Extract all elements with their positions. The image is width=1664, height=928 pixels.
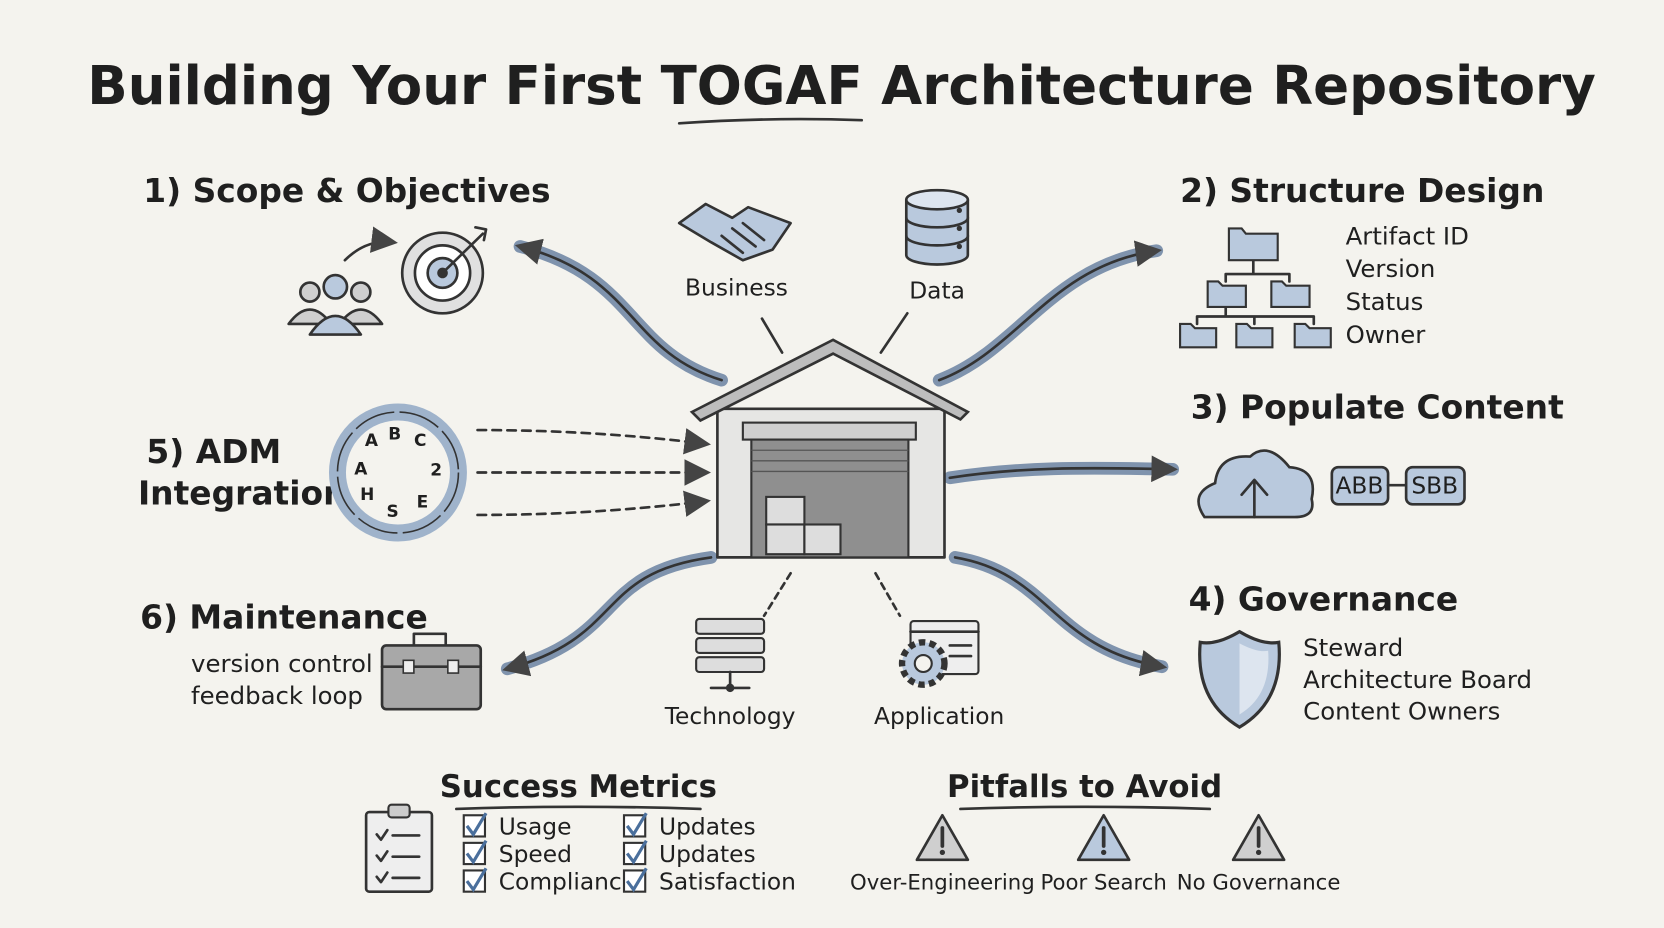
sbb-block — [1404, 465, 1466, 506]
success-metric-item: Updates — [622, 839, 756, 868]
structure-field: Status — [1346, 287, 1424, 316]
cycle-letter: B — [388, 425, 401, 445]
warehouse-icon — [689, 338, 971, 559]
flow-arrows — [476, 238, 1180, 677]
maintenance-note: feedback loop — [191, 681, 363, 710]
success-metrics-title: Success Metrics — [440, 769, 717, 805]
domain-business-label: Business — [685, 273, 788, 301]
database-icon — [904, 188, 970, 266]
success-metric-item: Satisfaction — [622, 867, 796, 896]
checkmark-icon — [625, 812, 648, 838]
step-adm-title-line2: Integration — [138, 473, 347, 512]
pitfalls-underline — [959, 805, 1212, 811]
checkmark-icon — [625, 839, 648, 865]
folder-tree-icon — [1179, 227, 1332, 349]
toolbox-icon — [380, 632, 483, 711]
clipboard-icon — [364, 803, 434, 893]
success-metric-label: Updates — [659, 812, 756, 840]
cycle-letter: H — [360, 485, 374, 505]
success-metric-label: Speed — [499, 840, 572, 868]
structure-field: Version — [1346, 254, 1436, 283]
checkmark-icon — [465, 867, 488, 893]
cycle-icon: A B C 2 E S H A — [328, 403, 467, 542]
page-title: Building Your First TOGAF Architecture R… — [87, 55, 1596, 117]
exclamation-dot — [939, 849, 946, 856]
governance-role: Content Owners — [1303, 697, 1500, 726]
success-metric-item: Speed — [462, 839, 572, 868]
governance-role: Architecture Board — [1303, 665, 1532, 694]
checkmark-icon — [465, 839, 488, 865]
success-metric-item: Compliance — [462, 867, 636, 896]
domain-technology-label: Technology — [664, 702, 796, 730]
people-icon — [287, 226, 398, 336]
target-icon — [400, 226, 488, 315]
step-maintenance-title: 6) Maintenance — [140, 597, 428, 636]
checkmark-icon — [465, 812, 488, 838]
pitfall-item: Over-Engineering — [850, 813, 1035, 896]
cloud-upload-icon — [1197, 449, 1315, 519]
pitfall-item: No Governance — [1177, 813, 1341, 896]
checkmark-icon — [625, 867, 648, 893]
pitfall-label: Over-Engineering — [850, 871, 1035, 896]
cycle-letter: S — [387, 502, 399, 522]
maintenance-note: version control — [191, 649, 373, 678]
step-structure-title: 2) Structure Design — [1180, 171, 1544, 210]
title-underline — [677, 117, 864, 125]
abb-label: ABB — [1335, 472, 1383, 500]
structure-field: Owner — [1346, 320, 1427, 349]
pitfall-item: Poor Search — [1040, 813, 1167, 896]
exclamation-dot — [1101, 849, 1107, 856]
step-scope-title: 1) Scope & Objectives — [143, 171, 550, 210]
handshake-icon — [677, 202, 792, 262]
structure-field: Artifact ID — [1346, 221, 1469, 250]
cycle-letter: E — [417, 493, 429, 513]
success-metric-label: Usage — [499, 812, 572, 840]
governance-role: Steward — [1303, 633, 1403, 662]
exclamation-dot — [1255, 849, 1262, 856]
cycle-letter: A — [365, 431, 379, 451]
success-metric-label: Compliance — [499, 868, 636, 896]
cycle-letter: 2 — [430, 461, 442, 481]
step-populate-title: 3) Populate Content — [1191, 387, 1564, 426]
success-metric-item: Usage — [462, 812, 572, 840]
app-gear-icon — [898, 620, 980, 688]
server-icon — [695, 617, 766, 693]
domain-data-label: Data — [909, 276, 965, 304]
step-adm-title: 5) ADM — [146, 432, 281, 471]
cycle-letter: C — [414, 431, 426, 451]
success-metric-label: Updates — [659, 840, 756, 868]
sbb-label: SBB — [1411, 472, 1458, 500]
domain-application-label: Application — [874, 702, 1004, 730]
step-governance-title: 4) Governance — [1189, 579, 1459, 618]
success-metrics-underline — [455, 805, 702, 811]
success-metric-item: Updates — [622, 812, 756, 840]
cycle-letter: A — [354, 460, 368, 480]
pitfalls-title: Pitfalls to Avoid — [947, 769, 1222, 805]
shield-icon — [1198, 629, 1281, 730]
pitfall-label: No Governance — [1177, 871, 1341, 896]
success-metrics-list: UsageSpeedComplianceUpdatesUpdatesSatisf… — [462, 812, 796, 896]
pitfall-label: Poor Search — [1040, 871, 1166, 896]
success-metric-label: Satisfaction — [659, 868, 796, 896]
